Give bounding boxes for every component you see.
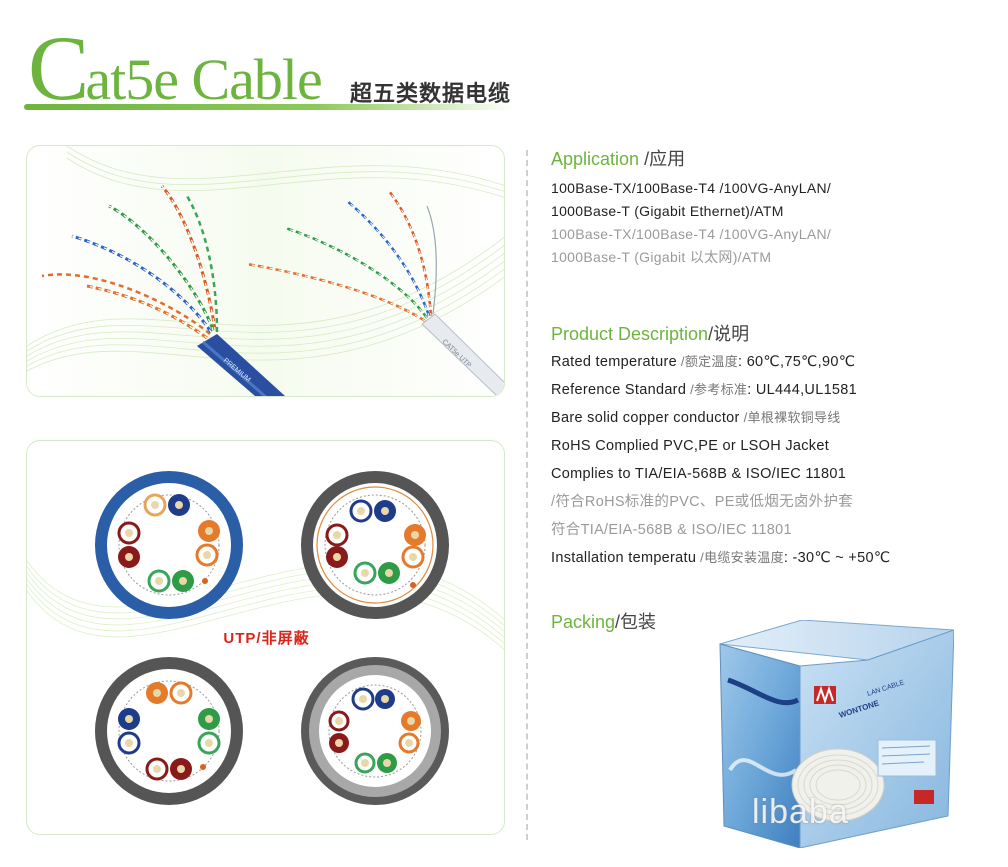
application-title: Application /应用 [551, 145, 991, 171]
cross-section-panel: UTP/非屏蔽 [26, 440, 505, 835]
title-initial: C [28, 17, 89, 119]
description-item: 符合TIA/EIA-568B & ISO/IEC 11801 [551, 522, 792, 538]
watermark: libaba [752, 793, 849, 831]
cross-section-grey-2 [301, 657, 449, 805]
page-header: Cat5e Cable 超五类数据电缆 [28, 22, 548, 114]
product-title-cn: 超五类数据电缆 [350, 81, 512, 106]
packing-title-en: Packing [551, 612, 616, 632]
description-title-cn: /说明 [708, 324, 750, 344]
description-item: Complies to TIA/EIA-568B & ISO/IEC 11801 [551, 466, 847, 482]
cross-section-illustration [27, 471, 504, 805]
column-divider [526, 150, 528, 840]
description-item: Installation temperatu /电缆安装温度: -30℃ ~ +… [551, 550, 891, 566]
cross-section-dark [301, 471, 449, 619]
cable-photo-panel: PREMIUM CAT5e UTP [26, 145, 505, 397]
application-line-cn: 1000Base-T (Gigabit 以太网)/ATM [551, 249, 772, 265]
cable-photo-illustration: PREMIUM CAT5e UTP [27, 146, 504, 396]
application-title-en: Application [551, 149, 640, 169]
packing-title: Packing/包装 [551, 608, 991, 634]
packing-box-image: WONTONE LAN CABLE [718, 619, 955, 849]
application-line-cn: 100Base-TX/100Base-T4 /100VG-AnyLAN/ [551, 226, 832, 242]
product-title: Cat5e Cable [28, 22, 323, 120]
utp-label: UTP/非屏蔽 [223, 630, 310, 647]
description-item: RoHS Complied PVC,PE or LSOH Jacket [551, 438, 830, 454]
description-item: Reference Standard /参考标准: UL444,UL1581 [551, 382, 858, 398]
description-item: Rated temperature /额定温度: 60℃,75℃,90℃ [551, 354, 856, 370]
description-item: /符合RoHS标准的PVC、PE或低烟无卤外护套 [551, 494, 854, 510]
application-section: Application /应用 100Base-TX/100Base-T4 /1… [551, 145, 991, 269]
title-underline [24, 104, 514, 110]
packing-section: Packing/包装 [551, 608, 991, 634]
title-rest: at5e Cable [85, 47, 322, 112]
cross-section-grey-1 [95, 657, 243, 805]
description-item: Bare solid copper conductor /单根裸软铜导线 [551, 410, 841, 426]
description-title: Product Description/说明 [551, 320, 991, 346]
application-line: 100Base-TX/100Base-T4 /100VG-AnyLAN/ [551, 180, 832, 196]
description-section: Product Description/说明 Rated temperature… [551, 320, 991, 572]
application-title-cn: /应用 [644, 149, 686, 169]
packing-box-illustration: WONTONE LAN CABLE [719, 619, 955, 849]
description-title-en: Product Description [551, 324, 709, 344]
cross-section-blue [95, 471, 243, 619]
packing-title-cn: /包装 [615, 612, 657, 632]
cable-left-blue: PREMIUM [41, 185, 285, 396]
application-line: 1000Base-T (Gigabit Ethernet)/ATM [551, 203, 784, 219]
